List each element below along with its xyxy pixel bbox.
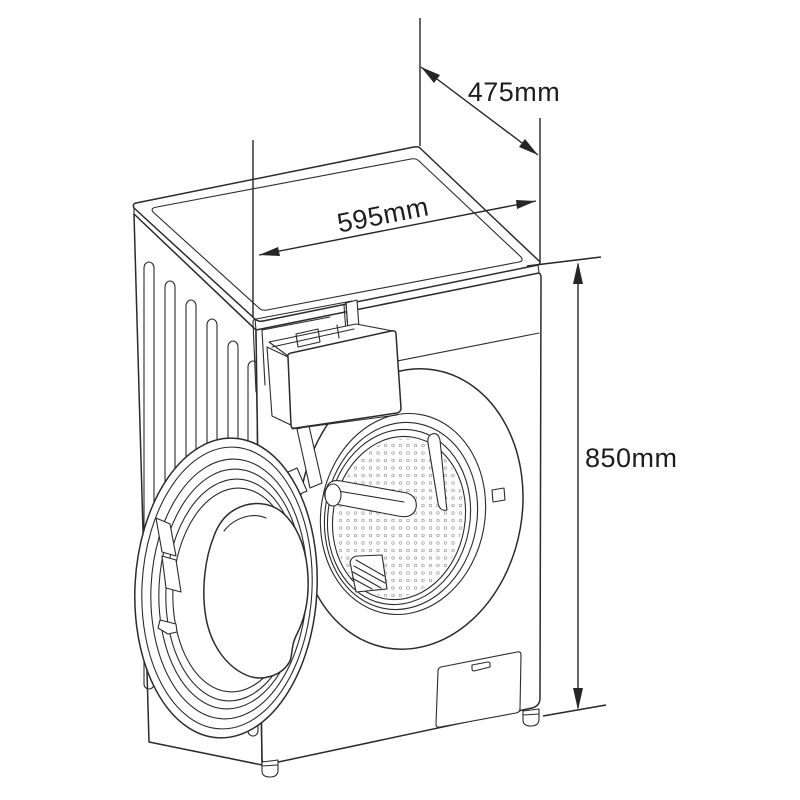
detergent-drawer <box>252 299 402 430</box>
door-latch-hardware <box>155 517 182 635</box>
drain-panel <box>435 651 522 728</box>
door-gasket <box>323 421 479 611</box>
dimension-depth: 475mm <box>420 66 561 156</box>
machine-body <box>132 146 542 778</box>
label-depth: 475mm <box>468 77 561 107</box>
porthole-door <box>134 437 318 739</box>
door-latch-hole <box>491 487 506 503</box>
drain-panel-handle <box>471 661 491 672</box>
label-height: 850mm <box>585 443 678 473</box>
door-glass <box>203 502 309 679</box>
drum-paddles <box>324 433 448 593</box>
dimension-height: 850mm <box>573 262 678 710</box>
extension-line-ground <box>542 704 607 717</box>
feet <box>261 708 540 778</box>
door-opening <box>285 368 524 650</box>
extension-line-height-top <box>526 256 602 267</box>
